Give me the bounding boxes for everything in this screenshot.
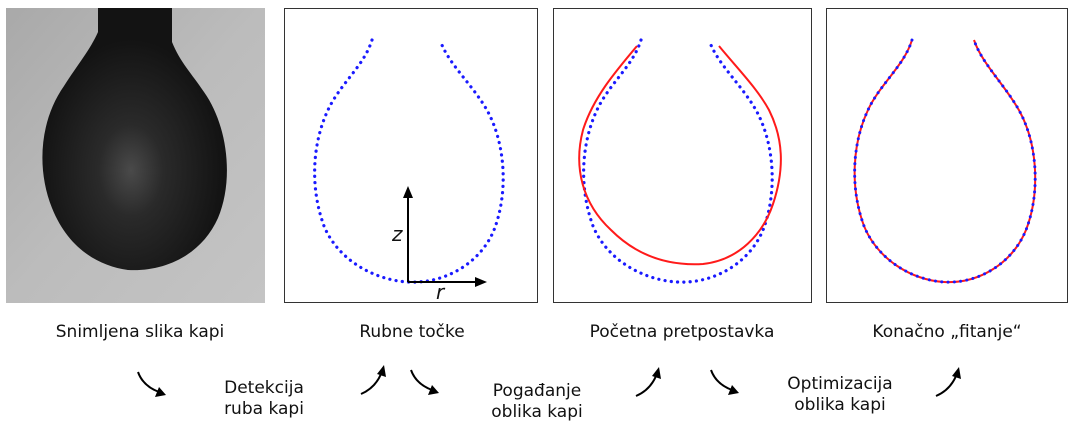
edge-points-panel: z r <box>284 8 538 304</box>
step-shape-optimization: Optimizacija oblika kapi <box>787 374 892 416</box>
initial-guess-panel <box>553 8 812 303</box>
curved-arrow-down-icon <box>135 368 171 404</box>
caption-captured-image: Snimljena slika kapi <box>55 322 225 342</box>
curved-arrow-down-icon <box>708 366 744 402</box>
caption-final-fit: Konačno „fitanje“ <box>872 322 1022 342</box>
curved-arrow-up-icon <box>357 362 393 398</box>
step-line: ruba kapi <box>224 399 304 419</box>
step-line: Optimizacija <box>787 374 893 394</box>
step-line: Pogađanje <box>492 381 582 401</box>
final-fit-panel <box>826 8 1068 303</box>
step-shape-guess: Pogađanje oblika kapi <box>491 381 582 423</box>
step-edge-detection: Detekcija ruba kapi <box>224 378 304 420</box>
panel-frame <box>553 8 812 303</box>
step-line: oblika kapi <box>491 402 583 422</box>
edge-points <box>853 38 1037 284</box>
curved-arrow-up-icon <box>932 364 968 400</box>
edge-points <box>582 38 774 284</box>
curved-arrow-down-icon <box>408 366 444 402</box>
panel-frame <box>826 8 1068 303</box>
curved-arrow-up-icon <box>632 364 668 400</box>
coordinate-axes <box>403 186 487 287</box>
caption-edge-points: Rubne točke <box>359 322 465 342</box>
panel-frame <box>284 8 538 303</box>
axis-r-label: r <box>436 280 445 304</box>
initial-guess-curve <box>578 45 782 266</box>
step-line: Detekcija <box>224 378 304 398</box>
caption-initial-guess: Početna pretpostavka <box>589 322 775 342</box>
step-line: oblika kapi <box>794 395 886 415</box>
drop-photo <box>6 8 265 303</box>
drop-photo-panel <box>6 8 265 303</box>
axis-z-label: z <box>392 222 403 246</box>
